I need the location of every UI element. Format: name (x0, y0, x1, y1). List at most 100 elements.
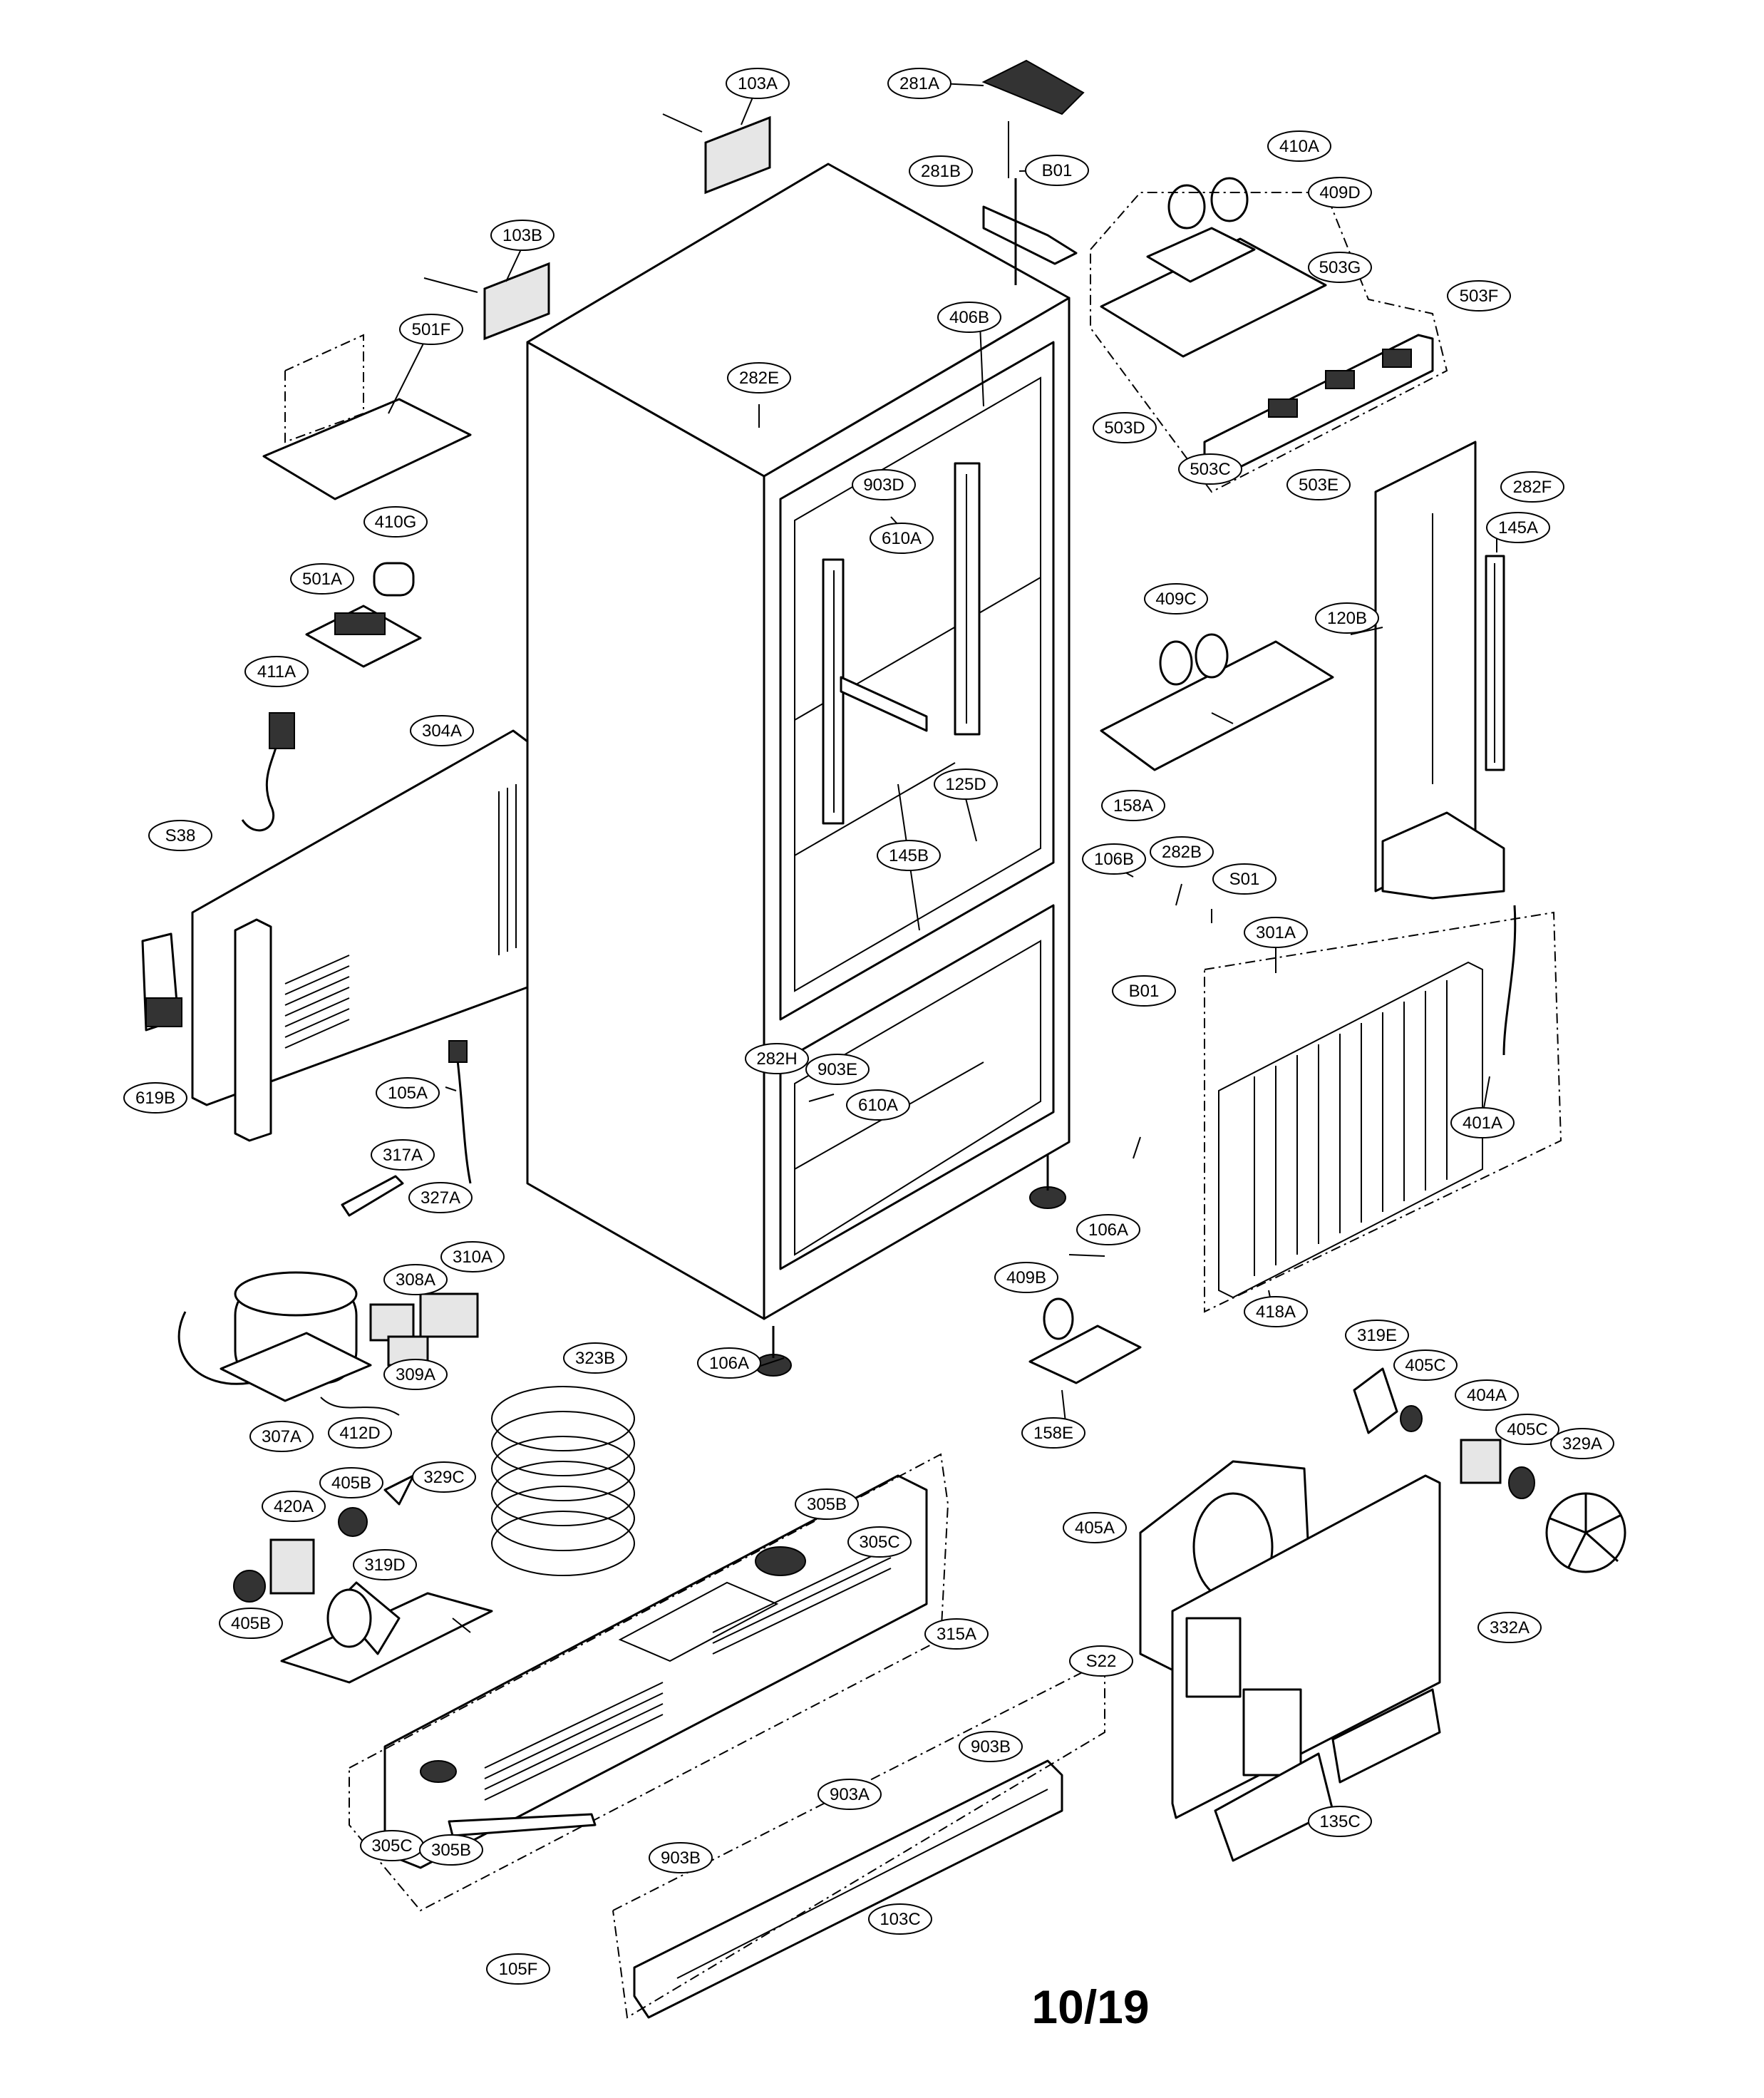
callout-bubble (1450, 1107, 1515, 1138)
part-callout: 106A (697, 1347, 761, 1379)
part-number-label: S38 (165, 826, 196, 845)
callout-bubble (1345, 1320, 1409, 1351)
part-number-label: 503E (1299, 475, 1339, 495)
callout-bubble (649, 1842, 713, 1873)
part-number-label: 406B (949, 308, 989, 327)
compressor-307A (177, 1271, 372, 1402)
part-number-label: 106B (1094, 850, 1134, 869)
callout-bubble (1021, 1417, 1085, 1449)
part-callout: 503G (1308, 252, 1372, 283)
condenser-323B (491, 1386, 635, 1576)
fan-motor-420A (233, 1474, 415, 1603)
callout-bubble (148, 820, 212, 851)
part-callout: 329A (1550, 1428, 1614, 1459)
part-number-label: 135C (1319, 1812, 1360, 1831)
callout-bubble (877, 840, 941, 871)
part-number-label: 281A (899, 74, 939, 93)
part-callout: 135C (1308, 1806, 1372, 1837)
part-callout: 405A (1063, 1512, 1127, 1543)
pcb-501A (305, 605, 422, 668)
part-callout: 401A (1450, 1107, 1515, 1138)
part-callout: 103C (868, 1903, 932, 1935)
part-callout: 410G (363, 506, 428, 538)
part-callout: 105A (376, 1077, 440, 1109)
part-number-label: 308A (396, 1270, 435, 1290)
callout-bubble (353, 1549, 417, 1580)
part-number-label: 319E (1357, 1326, 1397, 1345)
callout-bubble (1082, 843, 1146, 875)
callout-bubble (1069, 1645, 1133, 1677)
part-number-label: 409D (1319, 183, 1360, 202)
callout-bubble (1150, 836, 1214, 868)
callout-bubble (1308, 252, 1372, 283)
tool-317A (341, 1175, 404, 1217)
part-callout: 409B (994, 1262, 1058, 1293)
part-number-label: 903E (817, 1060, 857, 1079)
panel-501F (262, 334, 472, 500)
part-number-label: 329C (423, 1468, 464, 1487)
bracket-619B (141, 932, 182, 1032)
part-callout: S38 (148, 820, 212, 851)
callout-bubble (486, 1953, 550, 1985)
callout-bubble (376, 1077, 440, 1109)
part-callout: 418A (1244, 1296, 1308, 1327)
part-callout: 282B (1150, 836, 1214, 868)
callout-bubble (1286, 469, 1351, 500)
callout-bubble (795, 1488, 859, 1520)
part-number-label: 501A (302, 570, 342, 589)
part-callout: 503D (1093, 412, 1157, 443)
part-callout: 323B (563, 1342, 627, 1374)
callout-bubble (1093, 412, 1157, 443)
callout-bubble (846, 1089, 910, 1121)
part-callout: 619B (123, 1082, 187, 1114)
part-number-label: 327A (421, 1188, 460, 1208)
refrigerator-cabinet (526, 163, 1071, 1377)
callout-bubble (244, 656, 309, 687)
part-callout: 319D (353, 1549, 417, 1580)
lamp-cover-158A (1100, 633, 1334, 771)
page-number: 10/19 (1031, 1980, 1150, 2033)
part-callout: 332A (1477, 1612, 1542, 1643)
part-number-label: 405A (1075, 1518, 1115, 1538)
bracket-319D (280, 1581, 493, 1684)
part-number-label: 405C (1405, 1356, 1445, 1375)
part-number-label: 420A (274, 1497, 314, 1516)
part-callout: 125D (934, 768, 998, 800)
part-callout: 305B (795, 1488, 859, 1520)
part-callout: 307A (249, 1421, 314, 1452)
callout-bubble (408, 1182, 473, 1213)
callout-bubble (805, 1054, 870, 1085)
part-number-label: 503C (1190, 460, 1230, 479)
evaporator-301A (1204, 905, 1562, 1313)
part-callout: 158A (1101, 790, 1165, 821)
part-callout: 305C (360, 1830, 424, 1861)
callout-bubble (249, 1421, 314, 1452)
callout-bubble (1076, 1214, 1140, 1245)
part-callout: 610A (846, 1089, 910, 1121)
part-number-label: 282B (1162, 843, 1202, 862)
lamp-assembly-409D-410A (1100, 177, 1327, 358)
callout-bubble (1063, 1512, 1127, 1543)
callout-bubble (870, 523, 934, 554)
part-number-label: B01 (1129, 982, 1160, 1001)
part-callout: 145B (877, 840, 941, 871)
part-callout: 404A (1455, 1379, 1519, 1411)
lamp-socket-158E (1028, 1297, 1142, 1384)
power-cord-411A (241, 712, 295, 832)
callout-bubble (290, 563, 354, 595)
part-callout: 106B (1082, 843, 1146, 875)
part-number-label: 106A (709, 1354, 749, 1373)
callout-bubble (410, 715, 474, 746)
callout-bubble (1455, 1379, 1519, 1411)
trim-105F (448, 1813, 597, 1837)
callout-bubble (123, 1082, 187, 1114)
callout-bubble (852, 469, 916, 500)
part-number-label: 304A (422, 721, 462, 741)
part-callout: 610A (870, 523, 934, 554)
part-number-label: 323B (575, 1349, 615, 1368)
part-callout: 106A (1076, 1214, 1140, 1245)
callout-bubble (262, 1491, 326, 1522)
part-number-label: 105F (499, 1960, 538, 1979)
part-number-label: 410G (375, 513, 417, 532)
callout-bubble (1495, 1414, 1559, 1445)
